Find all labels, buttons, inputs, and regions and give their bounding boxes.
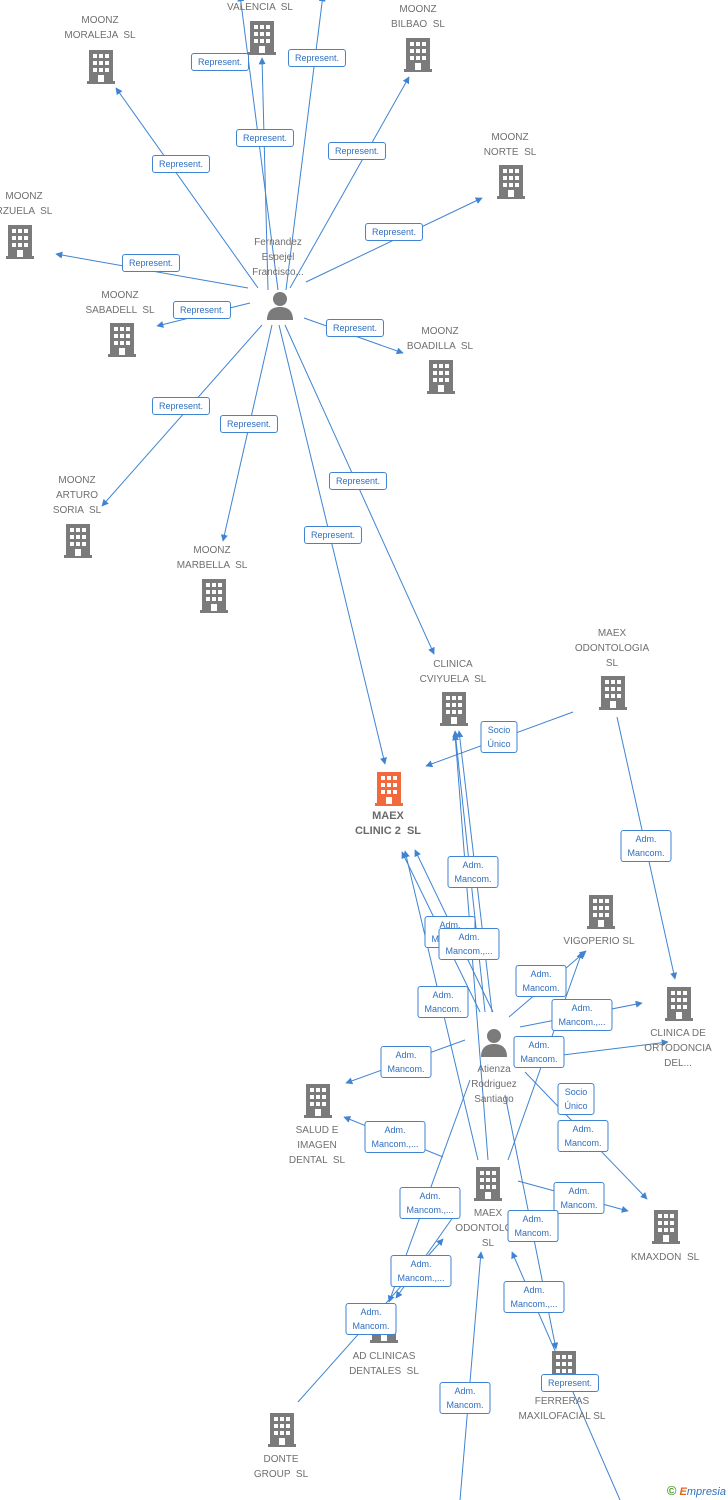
relation-tag[interactable]: Represent.: [151, 397, 211, 415]
relation-tag[interactable]: Adm. Mancom.: [345, 1303, 397, 1335]
relation-tag[interactable]: Adm. Mancom.: [439, 1382, 491, 1414]
company-name-label[interactable]: AD CLINICAS DENTALES SL: [349, 1351, 419, 1377]
company-building-icon[interactable]: [652, 1210, 680, 1244]
relation-tag[interactable]: Adm. Mancom.,...: [390, 1255, 452, 1287]
person-name-label[interactable]: Atienza Rodriguez Santiago: [471, 1064, 517, 1105]
relation-tag[interactable]: Represent.: [328, 472, 388, 490]
company-name-label[interactable]: VALENCIA SL: [227, 2, 293, 13]
relation-tag[interactable]: Represent.: [364, 223, 424, 241]
relation-tag[interactable]: Represent.: [121, 254, 181, 272]
company-building-icon[interactable]: [200, 579, 228, 613]
relation-edge: [220, 324, 273, 542]
relation-tag[interactable]: Adm. Mancom.: [557, 1120, 609, 1152]
company-building-icon[interactable]: [440, 692, 468, 726]
relation-tag[interactable]: Adm. Mancom.: [515, 965, 567, 997]
company-building-icon[interactable]: [304, 1084, 332, 1118]
relation-tag[interactable]: Represent.: [540, 1374, 600, 1392]
relation-tag[interactable]: Socio Único: [480, 721, 518, 753]
relation-tag[interactable]: Adm. Mancom.: [380, 1046, 432, 1078]
relation-edge: [289, 76, 410, 289]
company-building-icon[interactable]: [6, 225, 34, 259]
empresia-credit: © Empresia: [666, 1483, 726, 1498]
relation-tag[interactable]: Represent.: [327, 142, 387, 160]
relation-tag[interactable]: Adm. Mancom.: [513, 1036, 565, 1068]
company-name-label[interactable]: MOONZ MARBELLA SL: [176, 545, 248, 571]
company-name-label[interactable]: MOONZ BOADILLA SL: [406, 326, 474, 352]
relation-tag[interactable]: Adm. Mancom.,...: [503, 1281, 565, 1313]
company-name-label[interactable]: KMAXDON SL: [630, 1252, 700, 1263]
relation-tag[interactable]: Adm. Mancom.: [507, 1210, 559, 1242]
company-building-icon[interactable]: [497, 165, 525, 199]
company-name-label[interactable]: MAEX ODONTOLO... SL: [455, 1208, 521, 1249]
company-name-label[interactable]: VIGOPERIO SL: [563, 936, 635, 947]
company-building-icon[interactable]: [474, 1167, 502, 1201]
relation-tag[interactable]: Represent.: [219, 415, 279, 433]
company-building-icon[interactable]: [87, 50, 115, 84]
company-name-label[interactable]: CLINICA CVIYUELA SL: [419, 659, 487, 685]
company-name-label[interactable]: MOONZ SABADELL SL: [85, 290, 155, 316]
company-building-icon[interactable]: [665, 987, 693, 1021]
company-name-label[interactable]: MAEX ODONTOLOGIA SL: [574, 628, 650, 669]
company-name-label[interactable]: CLINICA DE ORTODONCIA DEL...: [644, 1028, 712, 1069]
company-name-label[interactable]: FERRERAS MAXILOFACIAL SL: [518, 1396, 606, 1422]
relation-tag[interactable]: Adm. Mancom.,...: [399, 1187, 461, 1219]
relation-tag[interactable]: Adm. Mancom.,...: [551, 999, 613, 1031]
company-name-label[interactable]: MAEX CLINIC 2 SL: [354, 810, 422, 837]
relation-edge: [459, 1251, 484, 1500]
company-name-label[interactable]: MOONZ MORALEJA SL: [64, 15, 136, 41]
company-name-label[interactable]: SALUD E IMAGEN DENTAL SL: [288, 1125, 346, 1166]
relation-tag[interactable]: Adm. Mancom.: [620, 830, 672, 862]
relation-tag[interactable]: Represent.: [235, 129, 295, 147]
company-building-icon[interactable]: [64, 524, 92, 558]
relation-tag[interactable]: Represent.: [172, 301, 232, 319]
relation-edge: [285, 0, 326, 291]
relation-tag[interactable]: Represent.: [287, 49, 347, 67]
company-building-icon[interactable]: [427, 360, 455, 394]
relation-tag[interactable]: Adm. Mancom.: [553, 1182, 605, 1214]
relation-tag[interactable]: Represent.: [325, 319, 385, 337]
company-building-icon[interactable]: [108, 323, 136, 357]
person-icon[interactable]: [481, 1029, 507, 1057]
relation-tag[interactable]: Adm. Mancom.: [447, 856, 499, 888]
relation-tag[interactable]: Represent.: [303, 526, 363, 544]
relation-edge: [101, 324, 263, 507]
company-name-label[interactable]: MOONZ RZUELA SL: [0, 191, 53, 217]
company-name-label[interactable]: DONTE GROUP SL: [253, 1454, 309, 1480]
relation-tag[interactable]: Adm. Mancom.,...: [438, 928, 500, 960]
relation-tag[interactable]: Adm. Mancom.,...: [364, 1121, 426, 1153]
focus-company-icon[interactable]: [375, 772, 403, 806]
person-icon[interactable]: [267, 292, 293, 320]
company-building-icon[interactable]: [248, 21, 276, 55]
relation-edge: [278, 324, 387, 765]
person-name-label[interactable]: Fernandez Espejel Francisco...: [252, 237, 304, 278]
relation-edge: [115, 87, 259, 289]
company-building-icon[interactable]: [599, 676, 627, 710]
company-name-label[interactable]: MOONZ NORTE SL: [483, 132, 537, 158]
relation-edge: [258, 57, 269, 291]
company-name-label[interactable]: MOONZ BILBAO SL: [391, 4, 445, 30]
company-name-label[interactable]: MOONZ ARTURO SORIA SL: [52, 475, 102, 516]
company-building-icon[interactable]: [404, 38, 432, 72]
company-building-icon[interactable]: [587, 895, 615, 929]
relation-tag[interactable]: Adm. Mancom.: [417, 986, 469, 1018]
company-building-icon[interactable]: [268, 1413, 296, 1447]
relation-tag[interactable]: Socio Único: [557, 1083, 595, 1115]
relation-tag[interactable]: Represent.: [190, 53, 250, 71]
relation-tag[interactable]: Represent.: [151, 155, 211, 173]
